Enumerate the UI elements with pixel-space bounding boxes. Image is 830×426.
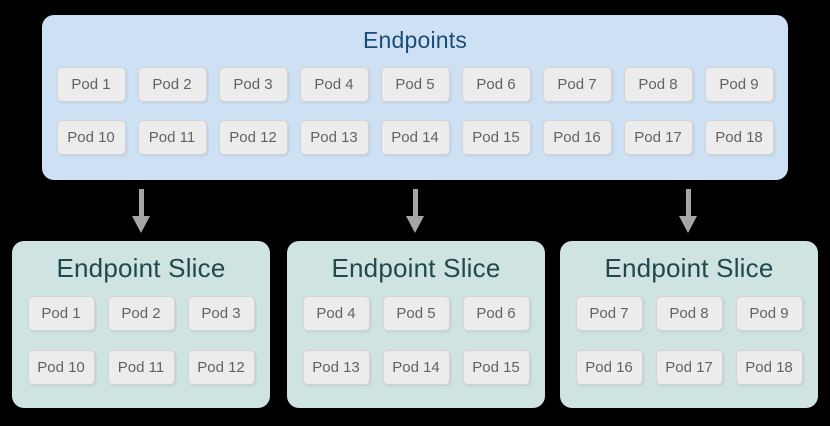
pod-box: Pod 15 bbox=[462, 350, 530, 385]
pod-box: Pod 7 bbox=[575, 296, 643, 331]
down-arrow bbox=[132, 189, 150, 233]
pod-box: Pod 14 bbox=[382, 350, 450, 385]
pod-box: Pod 11 bbox=[107, 350, 175, 385]
pod-box: Pod 8 bbox=[623, 67, 693, 102]
pod-box: Pod 6 bbox=[462, 296, 530, 331]
arrow-head bbox=[679, 216, 697, 233]
down-arrow bbox=[406, 189, 424, 233]
slice-1-pod-row-1: Pod 1 Pod 2 Pod 3 bbox=[12, 296, 270, 331]
pod-box: Pod 1 bbox=[56, 67, 126, 102]
pod-box: Pod 12 bbox=[187, 350, 255, 385]
endpoint-slice-title: Endpoint Slice bbox=[331, 253, 501, 283]
pod-box: Pod 17 bbox=[623, 120, 693, 155]
pod-box: Pod 2 bbox=[107, 296, 175, 331]
pod-box: Pod 8 bbox=[655, 296, 723, 331]
endpoints-box: Endpoints Pod 1 Pod 2 Pod 3 Pod 4 Pod 5 Pod 6… bbox=[42, 15, 788, 180]
endpoint-slice-title: Endpoint Slice bbox=[56, 253, 226, 283]
slice-3-pod-row-2: Pod 16 Pod 17 Pod 18 bbox=[560, 350, 818, 385]
pod-box: Pod 7 bbox=[542, 67, 612, 102]
pod-box: Pod 5 bbox=[382, 296, 450, 331]
pod-box: Pod 6 bbox=[461, 67, 531, 102]
pod-box: Pod 9 bbox=[704, 67, 774, 102]
pod-box: Pod 4 bbox=[302, 296, 370, 331]
pod-box: Pod 3 bbox=[218, 67, 288, 102]
arrow-stem bbox=[412, 189, 418, 216]
pod-box: Pod 3 bbox=[187, 296, 255, 331]
pod-box: Pod 2 bbox=[137, 67, 207, 102]
pod-box: Pod 12 bbox=[218, 120, 288, 155]
pod-box: Pod 18 bbox=[704, 120, 774, 155]
pod-box: Pod 14 bbox=[380, 120, 450, 155]
pod-box: Pod 10 bbox=[56, 120, 126, 155]
pod-box: Pod 18 bbox=[735, 350, 803, 385]
pod-box: Pod 13 bbox=[302, 350, 370, 385]
slice-1-pod-row-2: Pod 10 Pod 11 Pod 12 bbox=[12, 350, 270, 385]
endpoints-pod-row-1: Pod 1 Pod 2 Pod 3 Pod 4 Pod 5 Pod 6 Pod 7 Pod 8… bbox=[42, 67, 788, 102]
slice-2-pod-row-2: Pod 13 Pod 14 Pod 15 bbox=[287, 350, 545, 385]
pod-box: Pod 4 bbox=[299, 67, 369, 102]
pod-box: Pod 16 bbox=[542, 120, 612, 155]
pod-box: Pod 15 bbox=[461, 120, 531, 155]
endpoints-pod-row-2: Pod 10 Pod 11 Pod 12 Pod 13 Pod 14 Pod 15 Pod … bbox=[42, 120, 788, 155]
arrow-stem bbox=[685, 189, 691, 216]
arrow-stem bbox=[138, 189, 144, 216]
down-arrow bbox=[679, 189, 697, 233]
pod-box: Pod 10 bbox=[27, 350, 95, 385]
slice-2-pod-row-1: Pod 4 Pod 5 Pod 6 bbox=[287, 296, 545, 331]
arrow-head bbox=[406, 216, 424, 233]
pod-box: Pod 13 bbox=[299, 120, 369, 155]
pod-box: Pod 9 bbox=[735, 296, 803, 331]
pod-box: Pod 11 bbox=[137, 120, 207, 155]
pod-box: Pod 1 bbox=[27, 296, 95, 331]
pod-box: Pod 17 bbox=[655, 350, 723, 385]
endpoint-slice-title: Endpoint Slice bbox=[604, 253, 774, 283]
endpoints-title: Endpoints bbox=[362, 27, 468, 53]
pod-box: Pod 16 bbox=[575, 350, 643, 385]
pod-box: Pod 5 bbox=[380, 67, 450, 102]
arrow-head bbox=[132, 216, 150, 233]
slice-3-pod-row-1: Pod 7 Pod 8 Pod 9 bbox=[560, 296, 818, 331]
